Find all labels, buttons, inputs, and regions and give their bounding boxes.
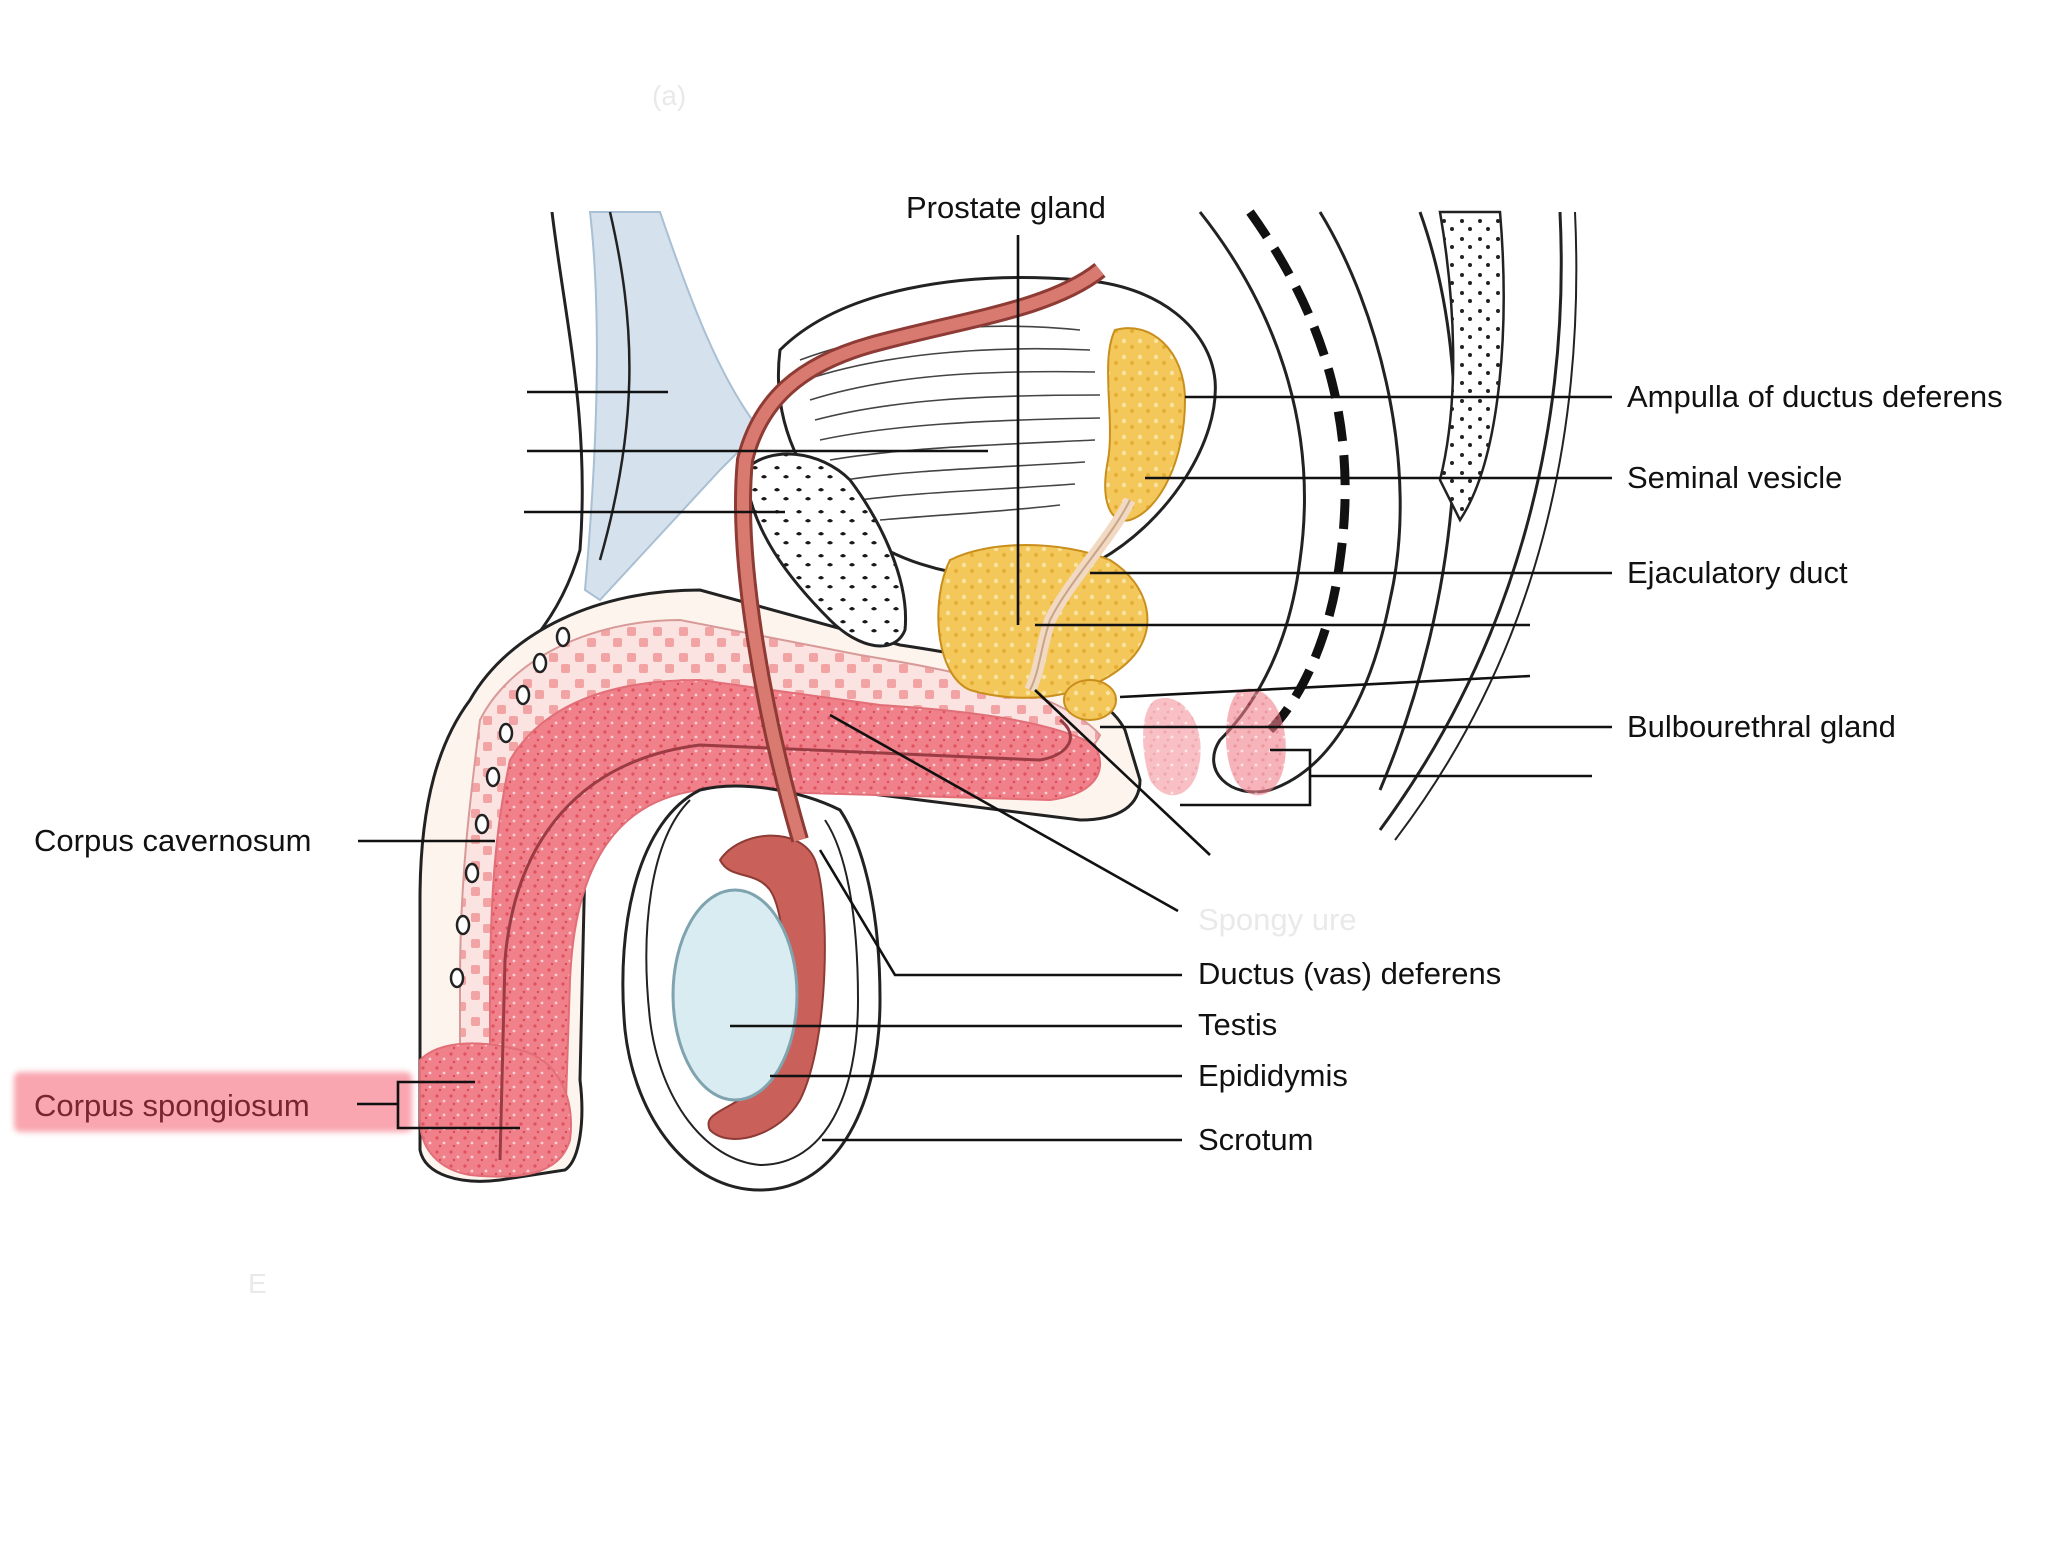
leader-ductus-deferens (818, 849, 1182, 977)
bladder-striations (799, 325, 1101, 521)
label-prostate-gland: Prostate gland (906, 190, 1106, 225)
faded-spongy-label: Spongy ure (1198, 902, 1357, 937)
label-corpus-cavernosum: Corpus cavernosum (34, 823, 312, 858)
epididymis-shape (707, 834, 826, 1140)
anal-tissue (1225, 688, 1286, 796)
bulbourethral-gland-shape (1063, 679, 1117, 721)
skin-vessels (449, 626, 571, 989)
label-testis: Testis (1198, 1007, 1278, 1042)
prostate-gland-shape (937, 544, 1149, 699)
rectum-wall (1198, 211, 1402, 794)
skin-outline (598, 211, 631, 561)
label-bulbourethral-gland: Bulbourethral gland (1627, 709, 1896, 744)
label-ampulla: Ampulla of ductus deferens (1627, 379, 2003, 414)
label-epididymis: Epididymis (1198, 1058, 1348, 1093)
label-corpus-spongiosum: Corpus spongiosum (34, 1088, 310, 1123)
rectum-folds (1246, 209, 1350, 734)
testis-shape (671, 888, 799, 1102)
suspensory-ligament (583, 211, 762, 602)
glans (419, 1042, 572, 1178)
spongy-urethra (498, 718, 1072, 1161)
sacrum (1438, 210, 1505, 523)
pubic-bone (743, 452, 908, 648)
seminal-vesicle-shape (1104, 327, 1187, 522)
label-scrotum: Scrotum (1198, 1122, 1314, 1157)
faded-panel-letter: (a) (652, 80, 687, 111)
corpus-spongiosum-highlight (14, 1072, 412, 1132)
label-ejaculatory-duct: Ejaculatory duct (1627, 555, 1848, 590)
label-seminal-vesicle: Seminal vesicle (1627, 460, 1843, 495)
faded-footer-text: E (248, 1268, 267, 1299)
label-ductus-deferens: Ductus (vas) deferens (1198, 956, 1502, 991)
